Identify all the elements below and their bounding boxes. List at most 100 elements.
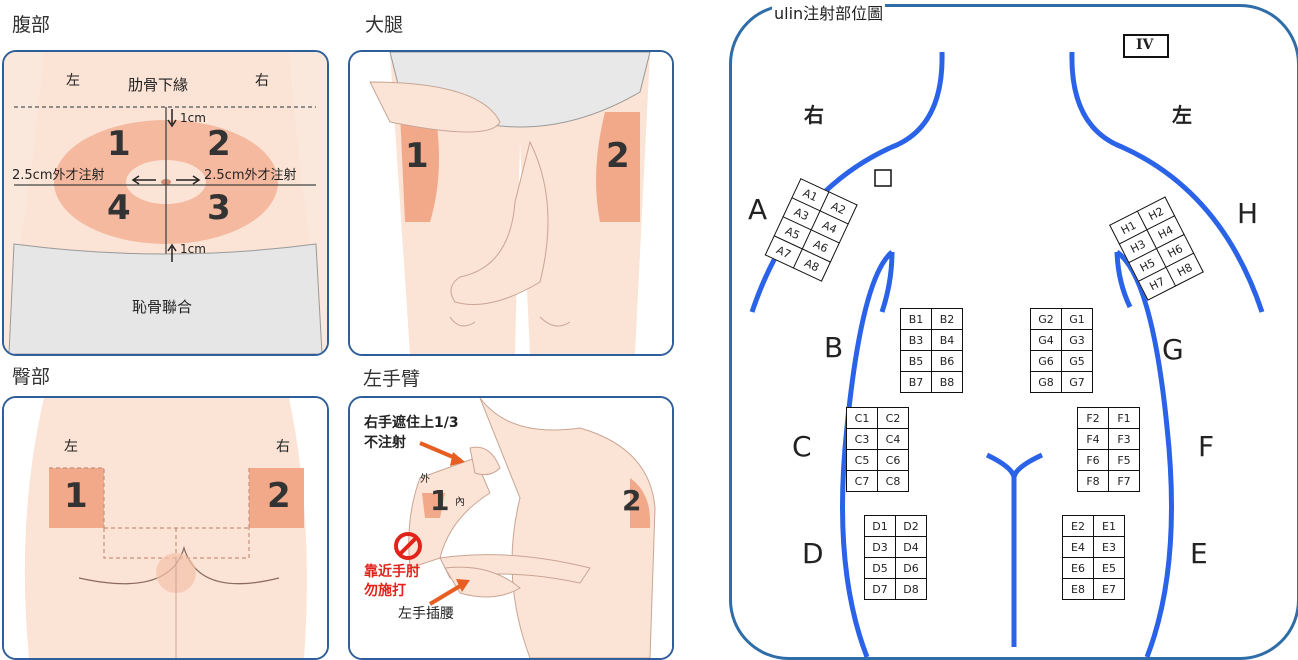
site-cell-F7: F7 [1108, 470, 1140, 492]
abdomen-top-label: 肋骨下緣 [128, 76, 189, 94]
thigh-zone-1: 1 [405, 136, 429, 176]
buttock-illustration [4, 398, 327, 658]
buttock-left-label: 左 [64, 439, 78, 455]
site-cell-D2: D2 [895, 515, 927, 537]
abdomen-title: 腹部 [12, 14, 51, 36]
site-cell-E1: E1 [1093, 515, 1125, 537]
site-cell-C4: C4 [877, 428, 909, 450]
site-cell-G8: G8 [1030, 371, 1062, 393]
site-cell-E4: E4 [1062, 536, 1094, 558]
abdomen-dist-bottom: 1cm [180, 242, 206, 256]
arm-illustration [350, 398, 672, 658]
arm-outer-label: 外 [420, 474, 430, 485]
insulin-left-label: 左 [1172, 103, 1192, 127]
abdomen-illustration [4, 52, 327, 354]
site-cell-D4: D4 [895, 536, 927, 558]
site-cell-C2: C2 [877, 407, 909, 429]
abdomen-zone-4: 4 [107, 188, 131, 228]
region-letter-E: E [1190, 537, 1208, 570]
site-cell-F1: F1 [1108, 407, 1140, 429]
site-cell-E6: E6 [1062, 557, 1094, 579]
site-cell-C1: C1 [846, 407, 878, 429]
region-letter-H: H [1237, 197, 1259, 230]
site-cell-F8: F8 [1077, 470, 1109, 492]
site-cell-B7: B7 [900, 371, 932, 393]
site-cell-C3: C3 [846, 428, 878, 450]
buttock-zone-2: 2 [267, 476, 291, 516]
abdomen-right-label: 右 [255, 73, 269, 89]
thigh-panel: 1 2 [348, 50, 674, 356]
site-cell-D1: D1 [864, 515, 896, 537]
site-cell-E5: E5 [1093, 557, 1125, 579]
region-letter-C: C [792, 430, 812, 463]
site-cell-G6: G6 [1030, 350, 1062, 372]
site-cell-D3: D3 [864, 536, 896, 558]
region-letter-B: B [824, 331, 844, 364]
abdomen-bottom-label: 恥骨聯合 [132, 298, 193, 316]
site-cell-C5: C5 [846, 449, 878, 471]
site-cell-B6: B6 [931, 350, 963, 372]
site-cell-D5: D5 [864, 557, 896, 579]
arm-hand-on-hip-label: 左手插腰 [398, 606, 454, 622]
arm-elbow-warning-2: 勿施打 [364, 583, 406, 599]
site-cell-G5: G5 [1061, 350, 1093, 372]
site-cell-B5: B5 [900, 350, 932, 372]
buttock-panel: 左 右 1 2 [2, 396, 329, 660]
site-cell-E3: E3 [1093, 536, 1125, 558]
site-cell-G3: G3 [1061, 329, 1093, 351]
abdomen-zone-2: 2 [207, 124, 231, 164]
insulin-right-label: 右 [804, 103, 824, 127]
buttock-zone-1: 1 [64, 476, 88, 516]
site-cell-C8: C8 [877, 470, 909, 492]
insulin-map-title: ulin注射部位圖 [772, 0, 886, 24]
region-letter-D: D [802, 537, 824, 570]
thigh-illustration [350, 52, 672, 354]
arm-zone-2: 2 [622, 484, 642, 517]
arm-panel: 右手遮住上1/3 不注射 外 內 1 2 靠近手肘 勿施打 左手插腰 [348, 396, 674, 660]
site-cell-B3: B3 [900, 329, 932, 351]
abdomen-zone-3: 3 [207, 188, 231, 228]
site-cell-C7: C7 [846, 470, 878, 492]
site-cell-D6: D6 [895, 557, 927, 579]
site-cell-C6: C6 [877, 449, 909, 471]
buttock-title: 臀部 [12, 366, 51, 388]
arm-elbow-warning-1: 靠近手肘 [364, 564, 420, 580]
site-cell-G1: G1 [1061, 308, 1093, 330]
site-cell-F5: F5 [1108, 449, 1140, 471]
site-cell-B1: B1 [900, 308, 932, 330]
buttock-right-label: 右 [276, 439, 290, 455]
site-cell-F3: F3 [1108, 428, 1140, 450]
site-cell-G7: G7 [1061, 371, 1093, 393]
site-cell-G2: G2 [1030, 308, 1062, 330]
site-cell-E8: E8 [1062, 578, 1094, 600]
region-letter-F: F [1198, 430, 1215, 463]
arm-cover-note-1: 右手遮住上1/3 [364, 415, 459, 431]
site-cell-F6: F6 [1077, 449, 1109, 471]
abdomen-right-note: 2.5cm外才注射 [204, 168, 297, 183]
site-cell-B8: B8 [931, 371, 963, 393]
arm-inner-label: 內 [455, 497, 465, 508]
site-cell-G4: G4 [1030, 329, 1062, 351]
thigh-title: 大腿 [365, 14, 404, 36]
abdomen-left-note: 2.5cm外才注射 [12, 168, 105, 183]
abdomen-dist-top: 1cm [180, 111, 206, 125]
site-cell-E7: E7 [1093, 578, 1125, 600]
site-cell-F2: F2 [1077, 407, 1109, 429]
thigh-zone-2: 2 [606, 136, 630, 176]
abdomen-zone-1: 1 [107, 124, 131, 164]
site-cell-B4: B4 [931, 329, 963, 351]
insulin-iv-label: IV [1136, 37, 1154, 53]
site-cell-F4: F4 [1077, 428, 1109, 450]
